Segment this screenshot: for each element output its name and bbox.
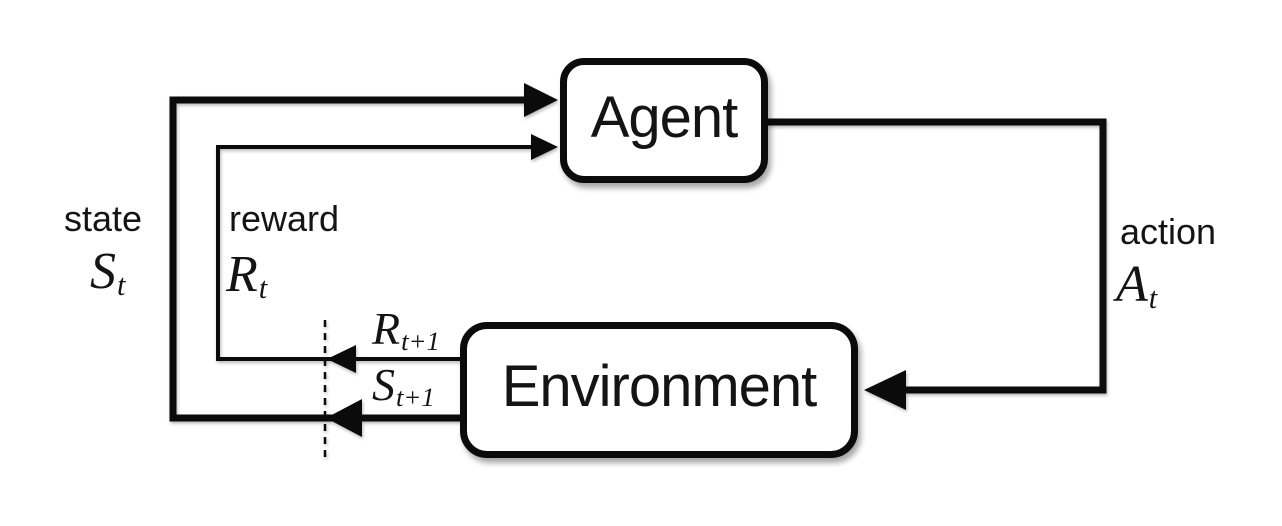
action-symbol-subscript: t [1148,280,1158,315]
state-symbol: St [90,243,125,300]
agent-node-label: Agent [590,84,739,150]
next-reward-symbol: Rt+1 [372,303,440,355]
state-label: state [64,198,143,239]
next-reward-symbol-main: R [372,303,401,354]
next-state-symbol-main: S [372,359,395,410]
reward-symbol: Rt [226,246,267,303]
next-state-symbol-subscript: t+1 [396,381,435,412]
action-symbol-main: A [1116,256,1148,313]
action-wire [767,118,1107,394]
state-symbol-subscript: t [117,267,126,302]
action-into-environment-arrowhead-icon [864,370,906,410]
reward-at-divider-arrowhead-icon [327,345,356,373]
reward-symbol-main: R [226,246,258,303]
state-into-agent-arrowhead-icon [524,83,558,117]
action-label: action [1120,211,1217,252]
next-reward-symbol-subscript: t+1 [401,325,440,356]
state-symbol-main: S [90,243,116,300]
state-at-divider-arrowhead-icon [326,399,362,437]
environment-node: Environment [460,322,858,458]
agent-node: Agent [560,58,768,183]
action-symbol: At [1116,256,1157,313]
reward-into-agent-arrowhead-icon [531,134,558,160]
next-state-symbol: St+1 [372,359,435,411]
reward-symbol-subscript: t [258,270,268,305]
environment-node-label: Environment [501,354,818,419]
state-wire [169,96,530,422]
reward-label: reward [229,198,340,239]
